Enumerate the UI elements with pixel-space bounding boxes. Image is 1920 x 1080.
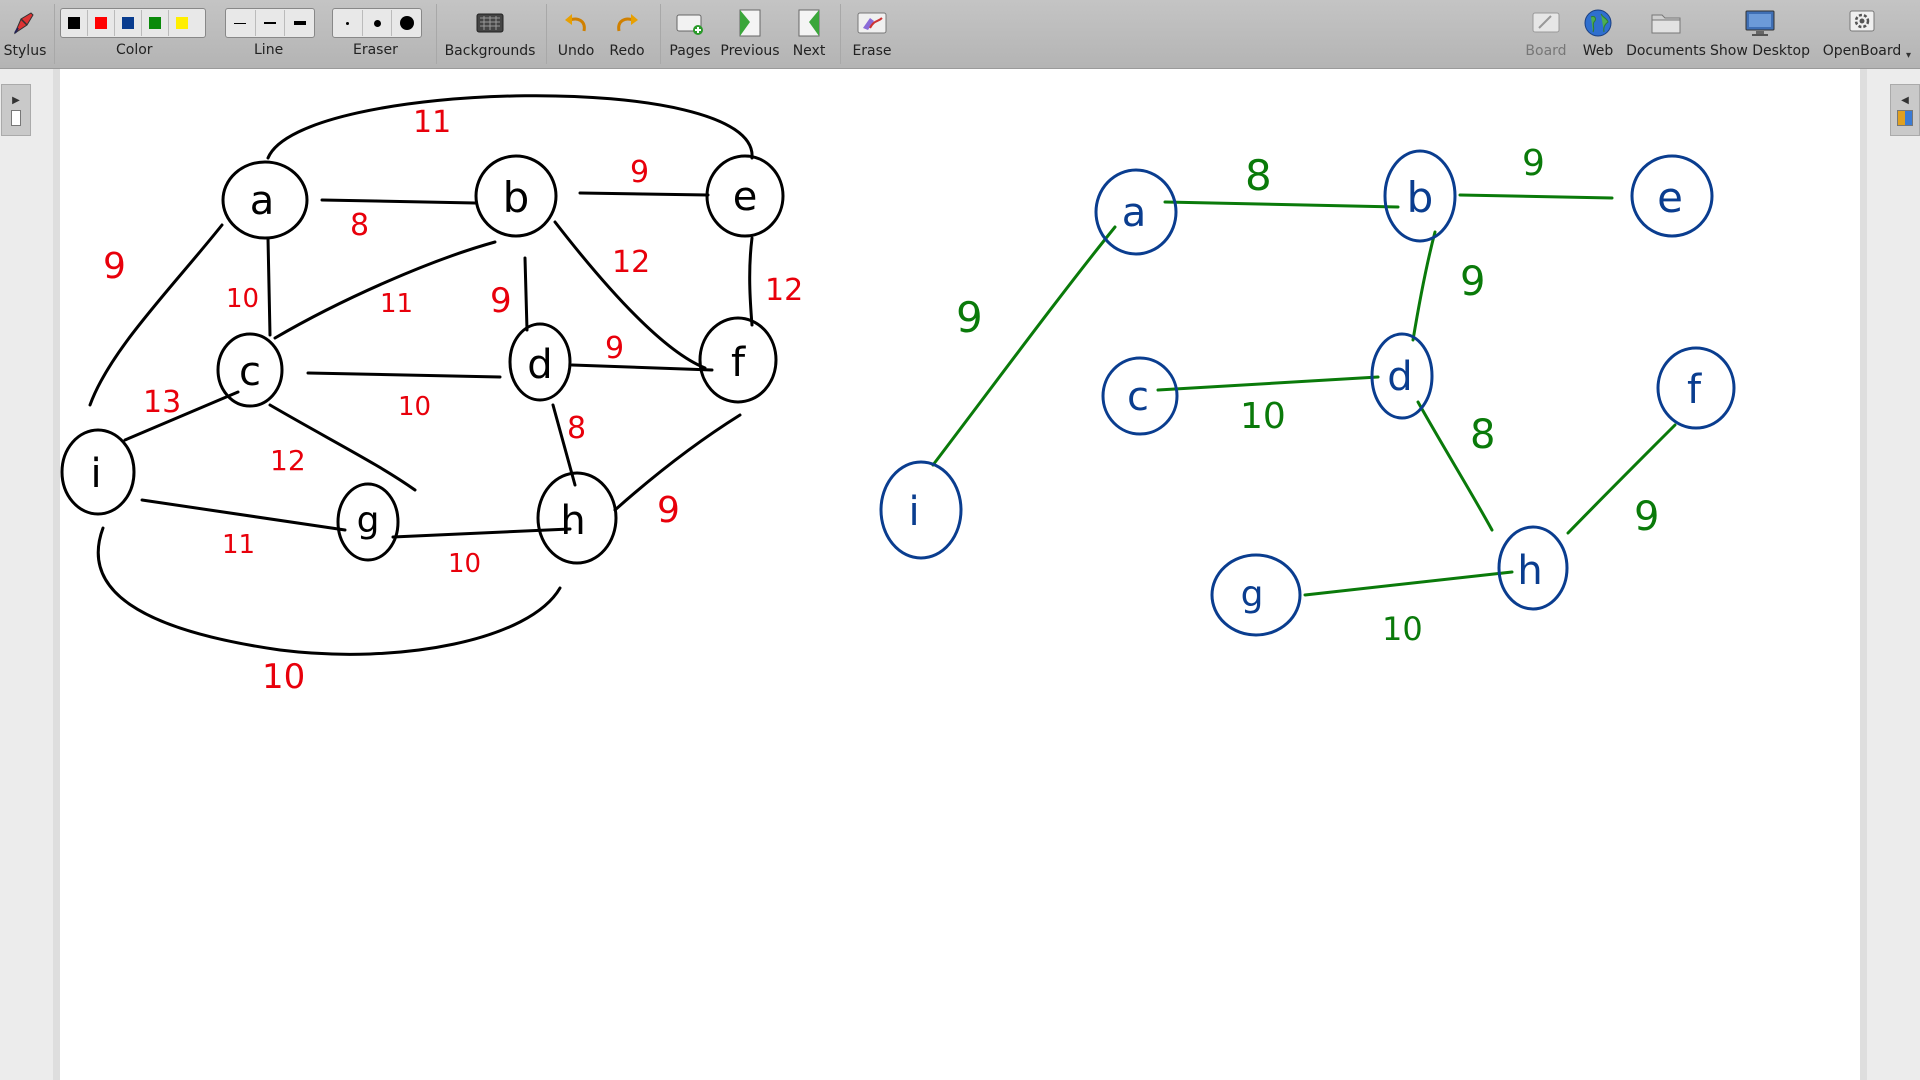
- line-thick-option[interactable]: [285, 10, 314, 36]
- line-thin-option[interactable]: [226, 10, 256, 36]
- previous-page-icon: [736, 8, 764, 38]
- next-page-icon: [795, 8, 823, 38]
- undo-icon: [562, 8, 590, 38]
- desktop-monitor-icon: [1744, 8, 1776, 38]
- eraser-label: Eraser: [353, 42, 398, 58]
- whiteboard-canvas[interactable]: [60, 69, 1860, 1080]
- page-thumbnails-icon: [11, 109, 21, 126]
- color-green-swatch[interactable]: [142, 10, 169, 36]
- expand-left-arrow-icon: ◀: [1901, 94, 1909, 106]
- color-black-swatch[interactable]: [61, 10, 88, 36]
- erase-label: Erase: [852, 43, 892, 59]
- pages-label: Pages: [669, 43, 711, 59]
- erase-board-icon: [856, 8, 888, 38]
- globe-icon: [1583, 8, 1613, 38]
- color-blue-swatch[interactable]: [115, 10, 142, 36]
- board-label: Board: [1525, 43, 1567, 59]
- stylus-button[interactable]: Stylus: [2, 0, 48, 68]
- left-margin: [0, 69, 60, 1080]
- redo-label: Redo: [609, 43, 645, 59]
- library-items-icon: [1897, 109, 1913, 126]
- openboard-label: OpenBoard: [1822, 43, 1902, 59]
- add-page-icon: [675, 8, 705, 38]
- line-label: Line: [254, 42, 284, 58]
- board-icon: [1531, 8, 1561, 38]
- right-margin: [1860, 69, 1920, 1080]
- settings-gear-icon: [1847, 8, 1877, 38]
- next-page-button[interactable]: Next: [786, 0, 832, 68]
- pages-button[interactable]: Pages: [666, 0, 714, 68]
- eraser-large-option[interactable]: [392, 10, 421, 36]
- eraser-small-option[interactable]: [333, 10, 363, 36]
- previous-page-button[interactable]: Previous: [716, 0, 784, 68]
- line-width-selector: [225, 8, 315, 38]
- folder-icon: [1650, 8, 1682, 38]
- backgrounds-icon: [475, 8, 505, 38]
- eraser-size-selector: [332, 8, 422, 38]
- documents-mode-button[interactable]: Documents: [1624, 0, 1708, 68]
- web-label: Web: [1582, 43, 1614, 59]
- erase-button[interactable]: Erase: [846, 0, 898, 68]
- color-palette: [60, 8, 206, 38]
- board-mode-button[interactable]: Board: [1520, 0, 1572, 68]
- next-label: Next: [792, 43, 826, 59]
- stylus-label: Stylus: [3, 43, 47, 59]
- left-palette-toggle[interactable]: ▶: [1, 84, 31, 136]
- redo-button[interactable]: Redo: [603, 0, 651, 68]
- web-mode-button[interactable]: Web: [1574, 0, 1622, 68]
- color-red-swatch[interactable]: [88, 10, 115, 36]
- previous-label: Previous: [720, 43, 780, 59]
- color-yellow-swatch[interactable]: [169, 10, 195, 36]
- undo-button[interactable]: Undo: [552, 0, 600, 68]
- eraser-medium-option[interactable]: [363, 10, 393, 36]
- expand-right-arrow-icon: ▶: [12, 94, 20, 106]
- color-label: Color: [116, 42, 153, 58]
- backgrounds-label: Backgrounds: [444, 43, 536, 59]
- stylus-icon: [11, 8, 39, 38]
- main-toolbar: Stylus Color Line Eraser Backgrounds Und…: [0, 0, 1920, 69]
- openboard-menu-button[interactable]: OpenBoard: [1814, 0, 1910, 68]
- documents-label: Documents: [1626, 43, 1706, 59]
- backgrounds-button[interactable]: Backgrounds: [444, 0, 536, 68]
- openboard-dropdown-arrow-icon[interactable]: ▾: [1906, 50, 1912, 61]
- show-desktop-button[interactable]: Show Desktop: [1710, 0, 1810, 68]
- show-desktop-label: Show Desktop: [1710, 43, 1810, 59]
- undo-label: Undo: [557, 43, 595, 59]
- line-medium-option[interactable]: [256, 10, 286, 36]
- redo-icon: [613, 8, 641, 38]
- right-library-toggle[interactable]: ◀: [1890, 84, 1920, 136]
